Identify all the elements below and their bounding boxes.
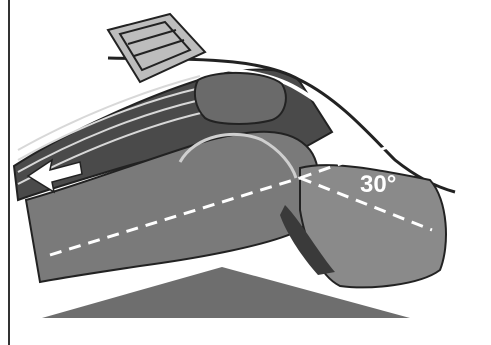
kneecap-pad xyxy=(195,73,286,124)
buckle-icon xyxy=(108,14,205,82)
angle-label: 30° xyxy=(360,171,396,198)
